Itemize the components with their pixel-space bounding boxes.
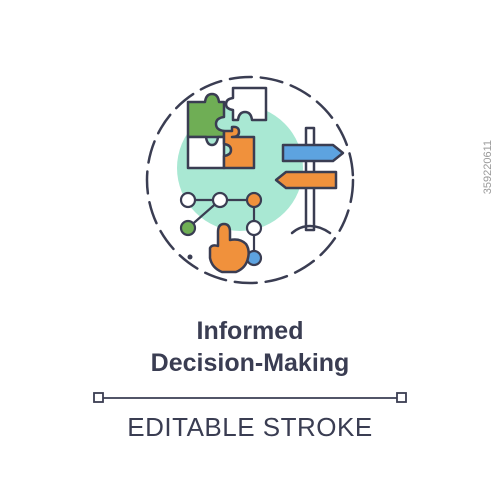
dashed-orbit-ring	[145, 75, 355, 285]
title-line-2: Decision-Making	[150, 349, 350, 377]
pattern-lock-icon	[179, 191, 263, 267]
signpost-icon	[274, 126, 345, 235]
subtitle-label: EDITABLE STROKE	[127, 412, 373, 442]
title-line-1: Informed	[196, 317, 304, 345]
divider-line	[93, 392, 407, 403]
pointing-hand-icon	[208, 222, 250, 274]
puzzle-pieces-icon	[186, 86, 268, 170]
stock-id-label: 359220611	[482, 140, 494, 195]
